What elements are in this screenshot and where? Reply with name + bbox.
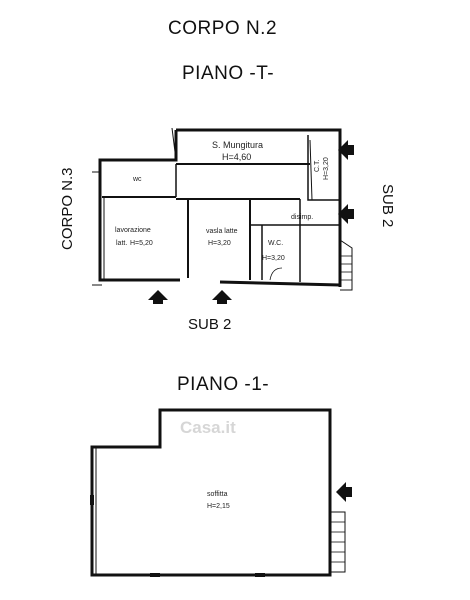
room-lavorazione-height: H=5,20 xyxy=(130,240,153,247)
room-soffitta-height: H=2,15 xyxy=(207,503,230,510)
arrow-icon xyxy=(212,290,232,304)
arrow-icon xyxy=(336,482,352,502)
room-disimp: disimp. xyxy=(291,214,314,221)
arrow-icon xyxy=(338,140,354,160)
access-arrows xyxy=(148,140,354,502)
room-vasca-height: H=3,20 xyxy=(208,240,231,247)
room-wc-name: W.C. xyxy=(268,240,284,247)
arrow-icon xyxy=(148,290,168,304)
room-lavorazione-name: lavorazione xyxy=(115,227,151,234)
title-corpo: CORPO N.2 xyxy=(168,18,278,39)
room-vasca-name: vasla latte xyxy=(206,228,238,235)
room-soffitta-name: soffitta xyxy=(207,491,228,498)
first-floor-plan xyxy=(90,408,346,577)
watermark-logo: Casa.it xyxy=(180,418,236,437)
room-ct-height: H=3,20 xyxy=(323,157,330,180)
arrow-icon xyxy=(338,204,354,224)
room-ct-name: C.T. xyxy=(314,159,321,172)
ground-floor-plan xyxy=(92,127,353,291)
bottom-label-sub2: SUB 2 xyxy=(188,316,232,333)
room-wc-small: wc xyxy=(133,176,142,183)
room-mungitura-height: H=4,60 xyxy=(222,152,252,162)
title-piano-1: PIANO -1- xyxy=(177,374,270,395)
room-wc-height: H=3,20 xyxy=(262,255,285,262)
room-lavorazione-sub: latt. xyxy=(116,240,128,247)
room-mungitura-name: S. Mungitura xyxy=(212,140,264,150)
title-piano-t: PIANO -T- xyxy=(182,63,275,84)
